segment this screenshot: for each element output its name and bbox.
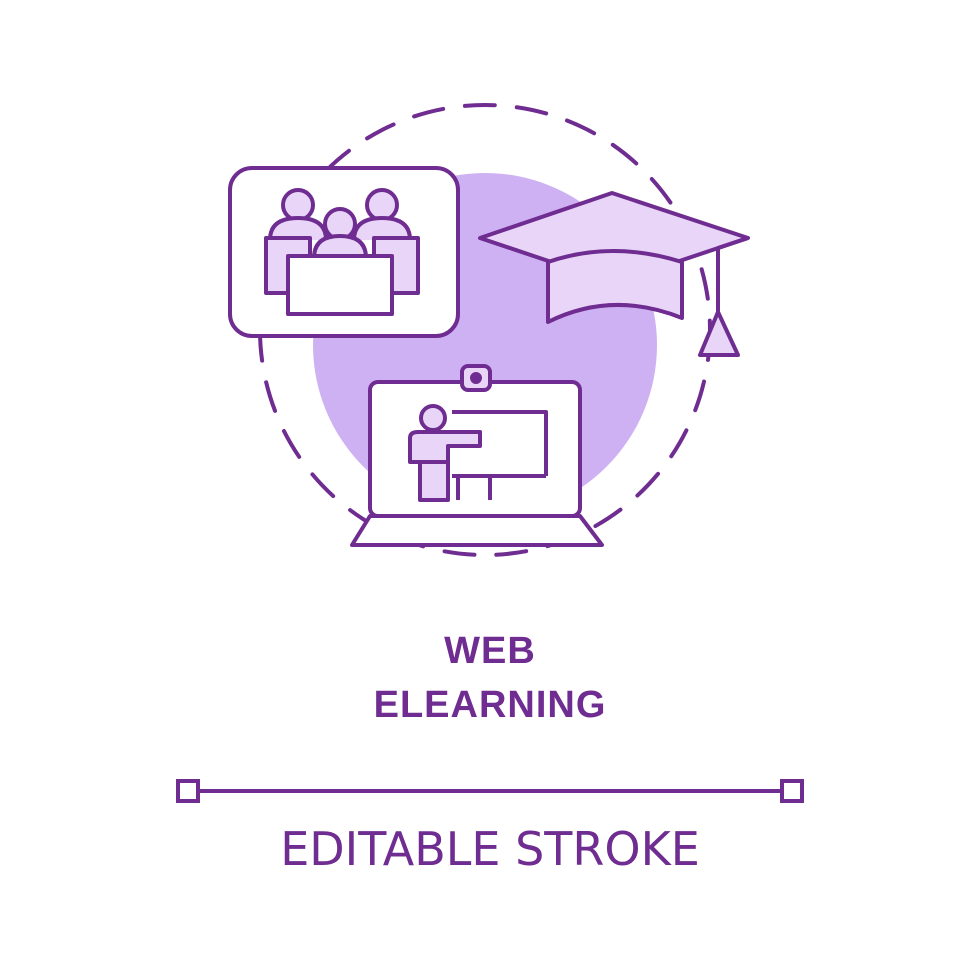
editable-stroke-line-icon [176,779,804,803]
laptop-teacher-icon [350,364,604,547]
graduation-cap-icon [478,191,750,357]
web-elearning-icon [228,103,750,557]
title-line-1: WEB [444,630,536,672]
classroom-icon [228,166,460,338]
editable-stroke-caption: EDITABLE STROKE [280,822,700,876]
title-line-2: ELEARNING [373,684,607,726]
